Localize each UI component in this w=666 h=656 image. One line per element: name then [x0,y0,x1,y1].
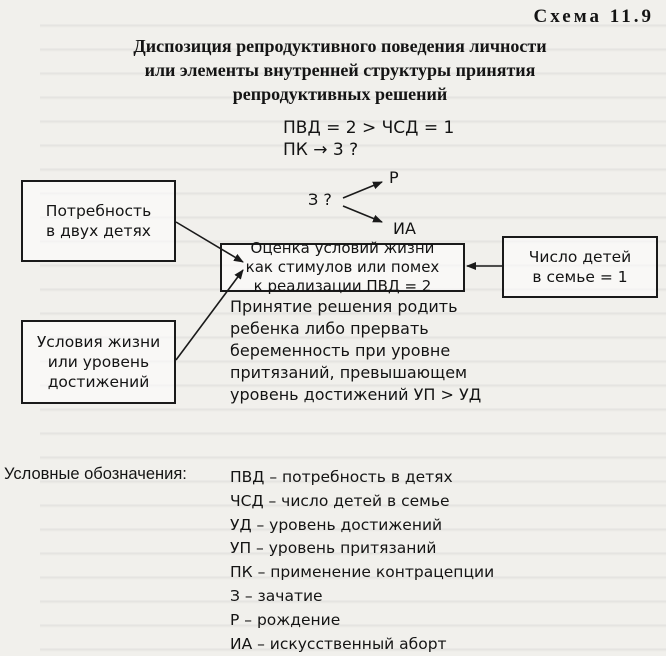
children-box-line: в семье = 1 [532,268,628,286]
decision-line: притязаний, превышающем [230,363,468,382]
need-box-line: Потребность [45,202,152,220]
conditions-box-line: или уровень [47,353,150,371]
arrow-to-abortion [342,205,383,223]
diagram-title: Диспозиция репродуктивного поведения лич… [80,34,600,106]
title-line: или элементы внутренней структуры принят… [144,60,536,80]
legend-list: ПВД – потребность в детях ЧСД – число де… [230,466,494,656]
arrow-conditions-to-evaluation [175,269,244,361]
children-box-line: Число детей [528,248,632,266]
decision-line: ребенка либо прервать [230,319,429,338]
equation-need-vs-children: ПВД = 2 > ЧСД = 1 [283,118,455,138]
need-box: Потребность в двух детях [21,180,176,262]
conditions-box: Условия жизни или уровень достижений [21,320,176,404]
arrow-to-birth [342,181,383,199]
legend-item: УД – уровень достижений [230,515,443,534]
legend-item: З – зачатие [230,586,323,605]
arrow-need-to-evaluation [175,221,244,263]
evaluation-box-line: к реализации ПВД = 2 [253,277,432,295]
scheme-label: Схема 11.9 [533,6,654,27]
evaluation-box: Оценка условий жизни как стимулов или по… [220,239,465,295]
conditions-box-line: достижений [47,373,150,391]
evaluation-box-line: Оценка условий жизни [250,239,435,257]
legend-item: ПВД – потребность в детях [230,468,453,486]
legend-item: ЧСД – число детей в семье [230,491,450,510]
decision-line: Принятие решения родить [230,297,458,316]
evaluation-box-line: как стимулов или помех [245,258,440,276]
decision-text: Принятие решения родить ребенка либо пре… [230,296,560,406]
legend-item: ИА – искусственный аборт [230,634,447,653]
conception-question-label: З ? [308,190,332,209]
equation-contraception: ПК → 3 ? [283,140,359,160]
legend-item: УП – уровень притязаний [230,539,437,558]
birth-label: Р [389,168,399,187]
legend-title: Условные обозначения: [4,465,187,483]
conditions-box-line: Условия жизни [36,333,161,351]
children-count-box: Число детей в семье = 1 [502,236,658,298]
decision-line: беременность при уровне [230,341,451,360]
legend-item: ПК – применение контрацепции [230,563,495,582]
abortion-label: ИА [393,219,416,238]
decision-line: уровень достижений УП > УД [230,385,482,404]
title-line: репродуктивных решений [232,84,448,104]
title-line: Диспозиция репродуктивного поведения лич… [133,36,547,56]
need-box-line: в двух детях [46,222,151,240]
legend-item: Р – рождение [230,610,341,629]
